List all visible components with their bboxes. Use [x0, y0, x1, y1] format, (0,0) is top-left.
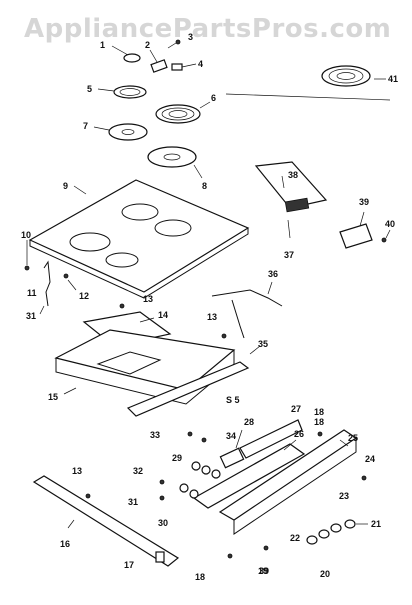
callout-39a: 39 [359, 197, 369, 207]
callout-26: 26 [294, 429, 304, 439]
callout-32: 32 [133, 466, 143, 476]
callout-33: 33 [150, 430, 160, 440]
callout-6: 6 [211, 93, 216, 103]
plate-39 [339, 211, 373, 249]
switch-28 [219, 429, 245, 469]
callout-39b: 39 [259, 566, 269, 576]
callout-29: 29 [172, 453, 182, 463]
callout-41: 41 [388, 74, 398, 84]
callout-11: 11 [27, 288, 37, 298]
watermark: AppliancePartsPros.com [24, 14, 392, 44]
callout-1: 1 [100, 40, 105, 50]
element-41 [225, 65, 391, 101]
callout-7: 7 [83, 121, 88, 131]
callout-27: 27 [291, 404, 301, 414]
callout-36: 36 [268, 269, 278, 279]
switch-block-37 [254, 161, 328, 239]
burner-box-15 [54, 329, 236, 405]
knob-parts-29 [191, 461, 221, 479]
rod-36 [211, 281, 283, 339]
callout-2: 2 [145, 40, 150, 50]
callout-24: 24 [365, 454, 375, 464]
callout-34: 34 [226, 431, 236, 441]
receptacle-2 [149, 49, 168, 73]
callout-4: 4 [198, 59, 203, 69]
callout-30: 30 [158, 518, 168, 528]
callout-15: 15 [48, 392, 58, 402]
small-element-5 [97, 85, 147, 99]
trim-35 [126, 345, 261, 417]
callout-labels: 1 2 3 4 5 6 7 8 9 10 11 12 13 13 13 14 1… [21, 32, 398, 582]
callout-22: 22 [290, 533, 300, 543]
callout-19: 19 [258, 566, 268, 576]
small-drip-pan-7 [93, 123, 148, 141]
callout-14: 14 [158, 310, 168, 320]
screw-40 [381, 229, 391, 243]
clip-17 [155, 551, 165, 563]
large-drip-pan-8 [147, 146, 203, 179]
knobs-20-21-22 [306, 519, 368, 545]
screw-12 [63, 273, 77, 291]
trim-16 [32, 475, 180, 567]
clip-4 [171, 63, 197, 71]
screw-3 [167, 39, 181, 49]
screw-18b [317, 431, 323, 437]
large-element-6 [155, 101, 211, 124]
panel-26 [192, 439, 306, 509]
knob-1 [111, 45, 141, 63]
callout-18b: 18 [195, 572, 205, 582]
callout-35: 35 [258, 339, 268, 349]
screws-31-32 [159, 479, 165, 501]
callout-13b: 13 [207, 312, 217, 322]
callout-13c: 13 [72, 466, 82, 476]
callout-37: 37 [284, 250, 294, 260]
callout-31a: 31 [26, 311, 36, 321]
callout-13a: 13 [143, 294, 153, 304]
screw-10 [24, 240, 30, 271]
insert-30 [179, 483, 199, 499]
callout-12: 12 [79, 291, 89, 301]
screw-13c [85, 493, 91, 499]
screws-33-34 [187, 431, 207, 443]
screw-19 [263, 545, 269, 551]
callout-3: 3 [188, 32, 193, 42]
callout-18a: 18 [314, 407, 324, 417]
bracket-27 [239, 419, 303, 459]
bracket-11 [39, 260, 51, 315]
screw-18c [227, 553, 233, 559]
callout-10: 10 [21, 230, 31, 240]
callout-8: 8 [202, 181, 207, 191]
callout-18c: 18 [314, 417, 324, 427]
screw-24 [361, 475, 367, 481]
screw-13a [119, 303, 125, 309]
callout-31b: 31 [128, 497, 138, 507]
cooktop-9 [28, 179, 250, 299]
callout-40: 40 [385, 219, 395, 229]
callout-5: 5 [87, 84, 92, 94]
callout-16: 16 [60, 539, 70, 549]
callout-9: 9 [63, 181, 68, 191]
screw-13b [221, 333, 227, 339]
console-25 [218, 429, 358, 535]
callout-20: 20 [320, 569, 330, 579]
callout-25: 25 [348, 433, 358, 443]
callout-s5: S 5 [226, 395, 240, 405]
callout-38: 38 [288, 170, 298, 180]
callout-21: 21 [371, 519, 381, 529]
callout-23: 23 [339, 491, 349, 501]
callout-28: 28 [244, 417, 254, 427]
callout-17: 17 [124, 560, 134, 570]
